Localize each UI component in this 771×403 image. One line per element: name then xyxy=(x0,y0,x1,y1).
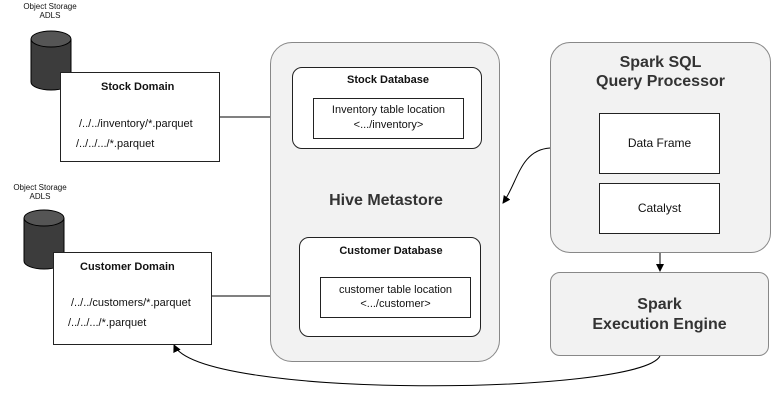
stock-domain-title: Stock Domain xyxy=(101,81,175,93)
storage-bottom-label: Object Storage ADLS xyxy=(0,183,82,201)
spark-execution-engine: Spark Execution Engine xyxy=(550,272,769,356)
spark-sql-title-line1: Spark SQL xyxy=(619,54,702,71)
stock-domain-path2: /../../.../*.parquet xyxy=(76,138,155,150)
customer-domain-path1: /../../customers/*.parquet xyxy=(71,297,191,309)
customer-domain-title: Customer Domain xyxy=(80,261,175,273)
storage-bottom-line1: Object Storage xyxy=(13,183,67,192)
customer-domain-path2: /../../.../*.parquet xyxy=(68,317,147,329)
catalyst-box: Catalyst xyxy=(599,183,720,234)
stock-database-box: Stock Database Inventory table location … xyxy=(292,67,482,149)
stock-domain-path1: /../../inventory/*.parquet xyxy=(79,118,193,130)
customer-table-line2: <.../customer> xyxy=(360,298,431,310)
storage-top-label: Object Storage ADLS xyxy=(8,2,92,20)
spark-sql-query-processor: Spark SQL Query Processor Data Frame Cat… xyxy=(550,42,771,253)
storage-top-line2: ADLS xyxy=(39,11,61,20)
customer-table-location: customer table location <.../customer> xyxy=(320,277,471,318)
data-frame-box: Data Frame xyxy=(599,113,720,174)
customer-database-title: Customer Database xyxy=(339,245,443,257)
catalyst-label: Catalyst xyxy=(637,201,682,215)
spark-execution-title-line2: Execution Engine xyxy=(592,316,727,333)
spark-sql-title-line2: Query Processor xyxy=(596,73,725,90)
spark-execution-title: Spark Execution Engine xyxy=(551,295,768,335)
stock-database-title: Stock Database xyxy=(347,74,429,86)
customer-table-line1: customer table location xyxy=(338,284,453,296)
customer-domain-box: Customer Domain /../../customers/*.parqu… xyxy=(53,252,212,345)
customer-database-box: Customer Database customer table locatio… xyxy=(299,237,481,337)
query-processor-to-hive-arrow xyxy=(502,147,551,204)
storage-bottom-line2: ADLS xyxy=(29,192,51,201)
spark-execution-title-line1: Spark xyxy=(637,296,682,313)
inventory-table-line2: <.../inventory> xyxy=(353,119,424,131)
data-frame-label: Data Frame xyxy=(627,136,692,150)
spark-sql-title: Spark SQL Query Processor xyxy=(551,53,770,91)
hive-metastore-title: Hive Metastore xyxy=(329,192,443,209)
storage-top-line1: Object Storage xyxy=(23,2,77,11)
stock-domain-box: Stock Domain /../../inventory/*.parquet … xyxy=(60,72,220,162)
inventory-table-location: Inventory table location <.../inventory> xyxy=(313,98,464,139)
inventory-table-line1: Inventory table location xyxy=(331,104,446,116)
